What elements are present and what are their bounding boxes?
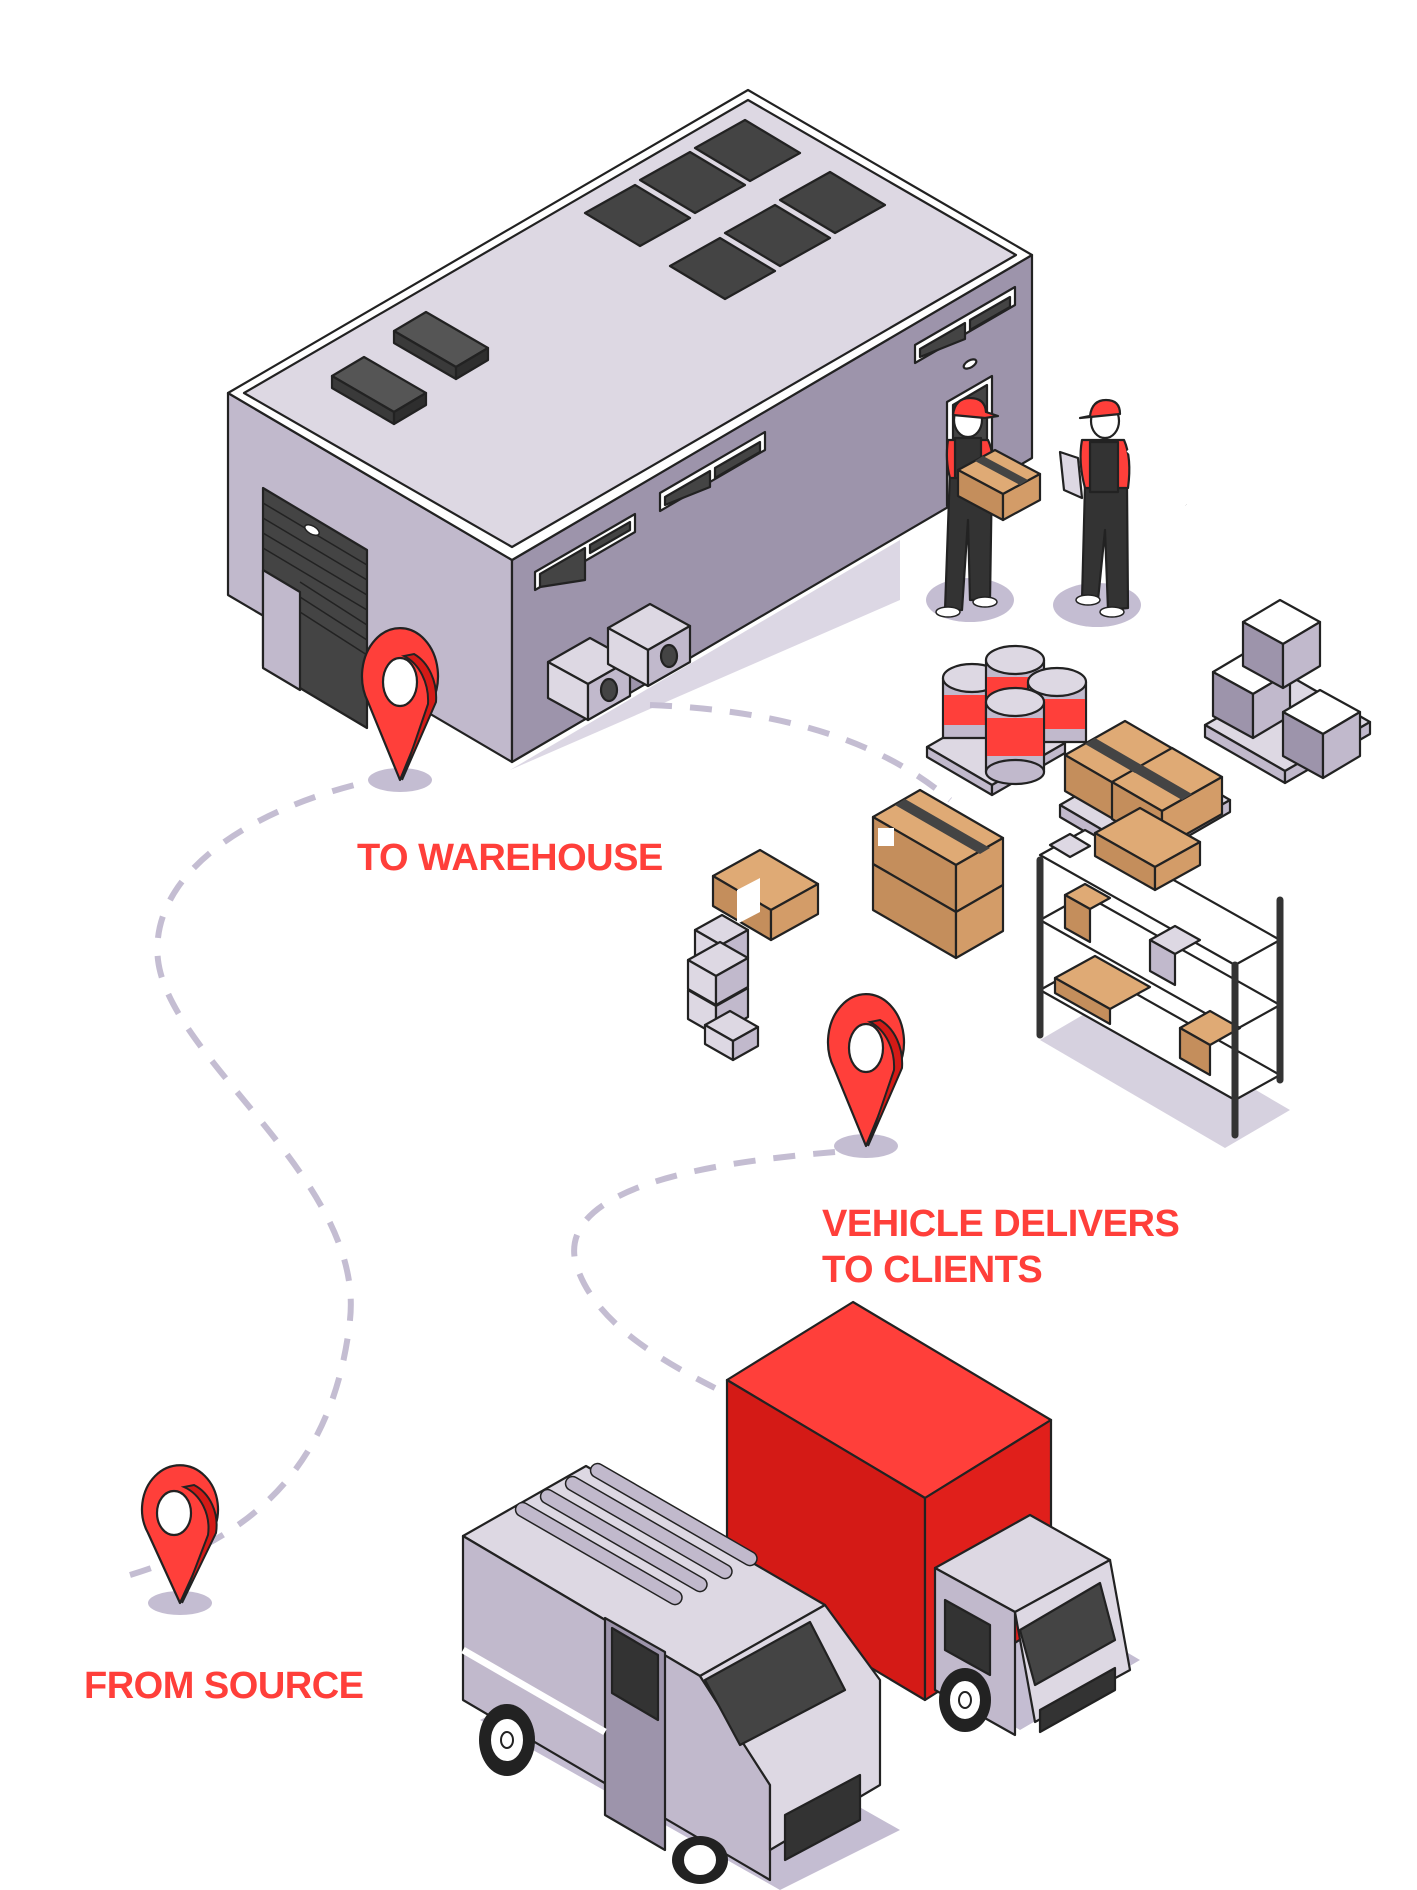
step-label-delivery-line2: TO CLIENTS <box>822 1248 1043 1291</box>
step-label-source: FROM SOURCE <box>84 1665 364 1707</box>
truck-wheel <box>939 1668 991 1732</box>
rooftop-vents <box>330 310 490 426</box>
map-pin-icon <box>826 993 906 1158</box>
big-box-stack <box>871 788 1005 960</box>
flat-box-stack <box>711 848 820 942</box>
van-wheel <box>672 1836 728 1884</box>
red-box-truck <box>725 1300 1140 1737</box>
warehouse-building <box>226 88 1034 770</box>
step-label-delivery: VEHICLE DELIVERS TO CLIENTS <box>822 1202 1180 1293</box>
ac-units <box>546 602 692 722</box>
map-pin-icon <box>140 1464 220 1615</box>
worker-carrying-box <box>926 396 1042 622</box>
step-label-delivery-line1: VEHICLE DELIVERS <box>822 1203 1180 1245</box>
crates-on-pallet <box>1203 598 1372 785</box>
map-pin-icon <box>360 627 440 792</box>
skylights <box>583 118 887 301</box>
route-path <box>129 702 952 1578</box>
route-source-to-warehouse <box>129 772 401 1578</box>
carried-box <box>956 448 1042 522</box>
small-white-boxes <box>686 913 760 1062</box>
barrels-on-pallet <box>925 644 1088 797</box>
route-shelf-to-truck <box>571 1149 836 1391</box>
garage-door <box>261 486 369 730</box>
van-grille <box>783 1773 862 1862</box>
delivery-van <box>461 1462 900 1890</box>
step-label-warehouse: TO WAREHOUSE <box>357 837 663 879</box>
building-windows <box>533 285 1017 592</box>
worker-with-clipboard <box>1053 398 1188 627</box>
van-wheel <box>479 1704 535 1776</box>
route-warehouse-to-shelf <box>649 702 952 803</box>
storage-shelf <box>1036 806 1290 1148</box>
van-windshield <box>703 1620 847 1747</box>
barrel <box>984 686 1046 786</box>
